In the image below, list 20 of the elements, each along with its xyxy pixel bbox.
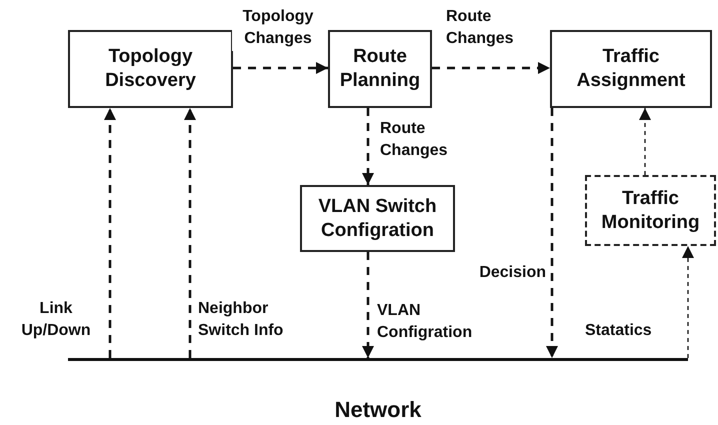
arrow	[362, 252, 374, 358]
arrow	[432, 62, 550, 74]
box-label: Route Planning	[338, 45, 422, 93]
box-label: Traffic Monitoring	[600, 186, 701, 234]
arrow	[362, 108, 374, 185]
arrow	[546, 108, 558, 358]
process-box	[328, 30, 432, 108]
arrow	[104, 108, 116, 358]
process-box	[300, 185, 455, 252]
arrow	[184, 108, 196, 358]
process-box	[68, 30, 233, 108]
arrow	[682, 246, 694, 358]
arrow	[233, 62, 328, 74]
network-label: Network	[334, 396, 422, 424]
box-label: Topology Discovery	[104, 45, 197, 93]
arrow	[639, 108, 651, 175]
box-label: Traffic Assignment	[576, 45, 686, 93]
box-label: VLAN Switch Configration	[317, 194, 438, 242]
process-box	[550, 30, 712, 108]
process-box	[585, 175, 716, 246]
